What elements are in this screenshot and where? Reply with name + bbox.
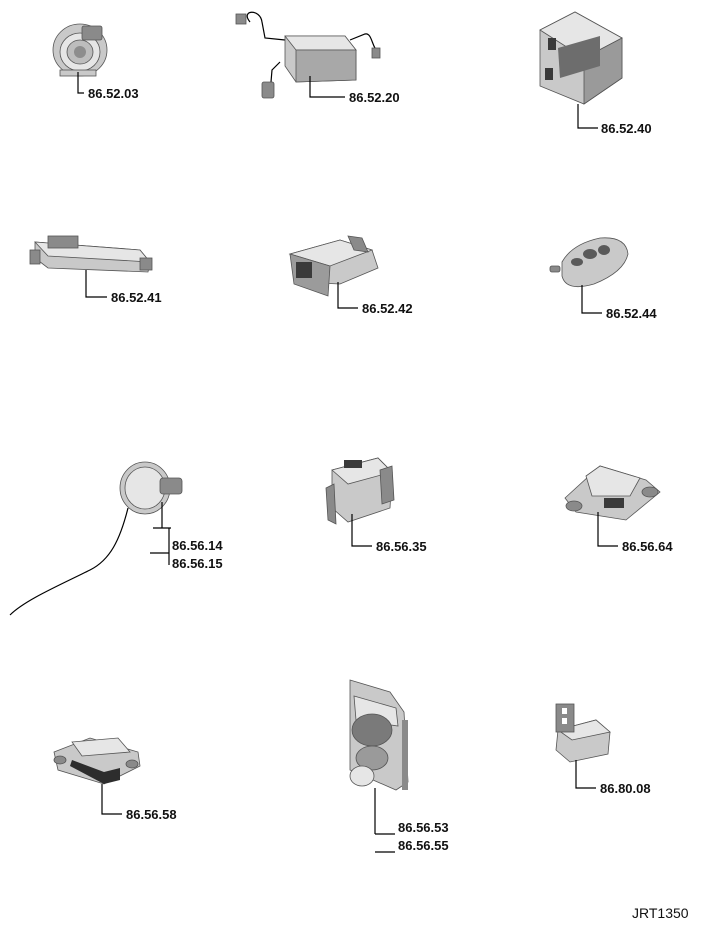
- part-86-56-58: 86.56.58: [53, 737, 177, 822]
- bracket-actuator-icon: [349, 679, 409, 791]
- part-86-52-42: 86.52.42: [288, 235, 413, 316]
- part-label: 86.56.35: [376, 539, 427, 554]
- part-label: 86.52.20: [349, 90, 400, 105]
- speaker-sounder-icon: [52, 23, 108, 77]
- part-label: 86.80.08: [600, 781, 651, 796]
- part-label: 86.56.53: [398, 820, 449, 835]
- part-86-56-35: 86.56.35: [325, 457, 427, 554]
- part-86-52-14: 86.56.14 86.56.15: [9, 461, 223, 616]
- part-label: 86.56.58: [126, 807, 177, 822]
- part-label: 86.56.14: [172, 538, 223, 553]
- part-label: 86.56.64: [622, 539, 673, 554]
- part-label: 86.52.03: [88, 86, 139, 101]
- part-label: 86.52.42: [362, 301, 413, 316]
- control-module-with-harness-icon: [235, 11, 381, 99]
- part-86-52-40: 86.52.40: [539, 11, 652, 136]
- part-86-52-44: 86.52.44: [549, 237, 657, 321]
- smart-key-fob-icon: [549, 237, 629, 288]
- part-86-80-08: 86.80.08: [555, 703, 651, 796]
- figure-reference: JRT1350: [632, 905, 689, 921]
- impact-sensor-icon: [53, 737, 141, 785]
- part-label: 86.52.40: [601, 121, 652, 136]
- crash-sensor-icon: [564, 465, 661, 521]
- part-86-56-53: 86.56.53 86.56.55: [349, 679, 449, 853]
- disc-sensor-with-cable-icon: [9, 461, 183, 616]
- relay-module-icon: [555, 703, 611, 763]
- part-label: 86.56.55: [398, 838, 449, 853]
- receiver-module-icon: [539, 11, 623, 105]
- part-label: 86.52.41: [111, 290, 162, 305]
- part-86-56-64: 86.56.64: [564, 465, 673, 554]
- part-86-52-41: 86.52.41: [29, 235, 162, 305]
- bracket-module-icon: [325, 457, 395, 525]
- antenna-bar-icon: [29, 235, 153, 273]
- part-label: 86.56.15: [172, 556, 223, 571]
- connector-module-icon: [288, 235, 379, 297]
- part-86-52-20: 86.52.20: [235, 11, 400, 105]
- part-86-52-03: 86.52.03: [52, 23, 139, 101]
- part-label: 86.52.44: [606, 306, 657, 321]
